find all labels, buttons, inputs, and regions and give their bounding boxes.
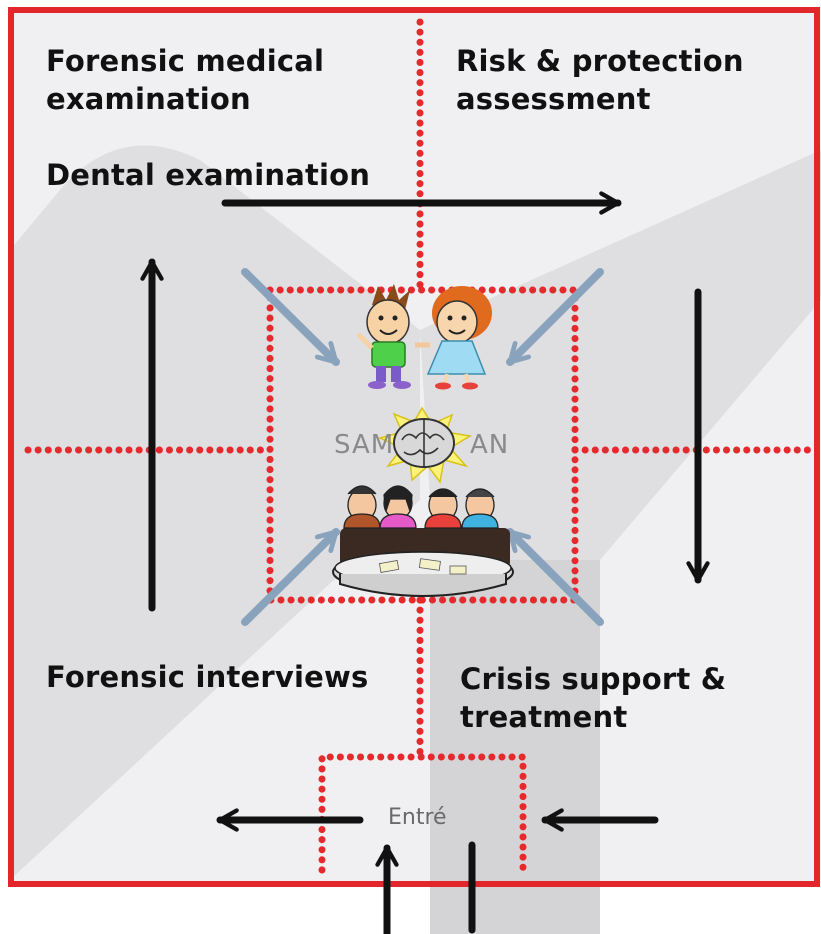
label-risk-protection: Risk & protection assessment [456, 42, 744, 118]
entry-dotted-box [318, 753, 527, 874]
inward-arrow-br [506, 528, 604, 626]
background-band-left [10, 145, 420, 881]
inward-arrows [241, 268, 604, 626]
team-meeting-icon [332, 485, 514, 597]
background-stem [430, 560, 600, 934]
label-risk-protection-line1: Risk & protection [456, 44, 744, 78]
brain-icon [377, 406, 473, 484]
center-label-left: SAM [334, 430, 395, 460]
outer-frame [8, 7, 820, 887]
flow-arrows [140, 191, 710, 934]
label-risk-protection-line2: assessment [456, 82, 651, 116]
inward-arrow-tl [241, 268, 340, 366]
label-forensic-medical-line2: examination [46, 82, 251, 116]
inward-arrow-bl [241, 528, 340, 626]
center-label-right: AN [470, 430, 510, 460]
label-forensic-medical: Forensic medical examination [46, 42, 324, 118]
label-forensic-medical-line1: Forensic medical [46, 44, 325, 78]
label-dental-examination: Dental examination [46, 158, 371, 192]
label-forensic-interviews: Forensic interviews [46, 660, 369, 694]
children-icon [356, 284, 492, 390]
label-crisis-support-line2: treatment [460, 700, 628, 734]
inward-arrow-tr [506, 268, 604, 366]
center-dotted-box [266, 286, 579, 604]
label-crisis-support: Crisis support & treatment [460, 660, 726, 736]
entry-label: Entré [388, 805, 447, 830]
label-crisis-support-line1: Crisis support & [460, 662, 727, 696]
